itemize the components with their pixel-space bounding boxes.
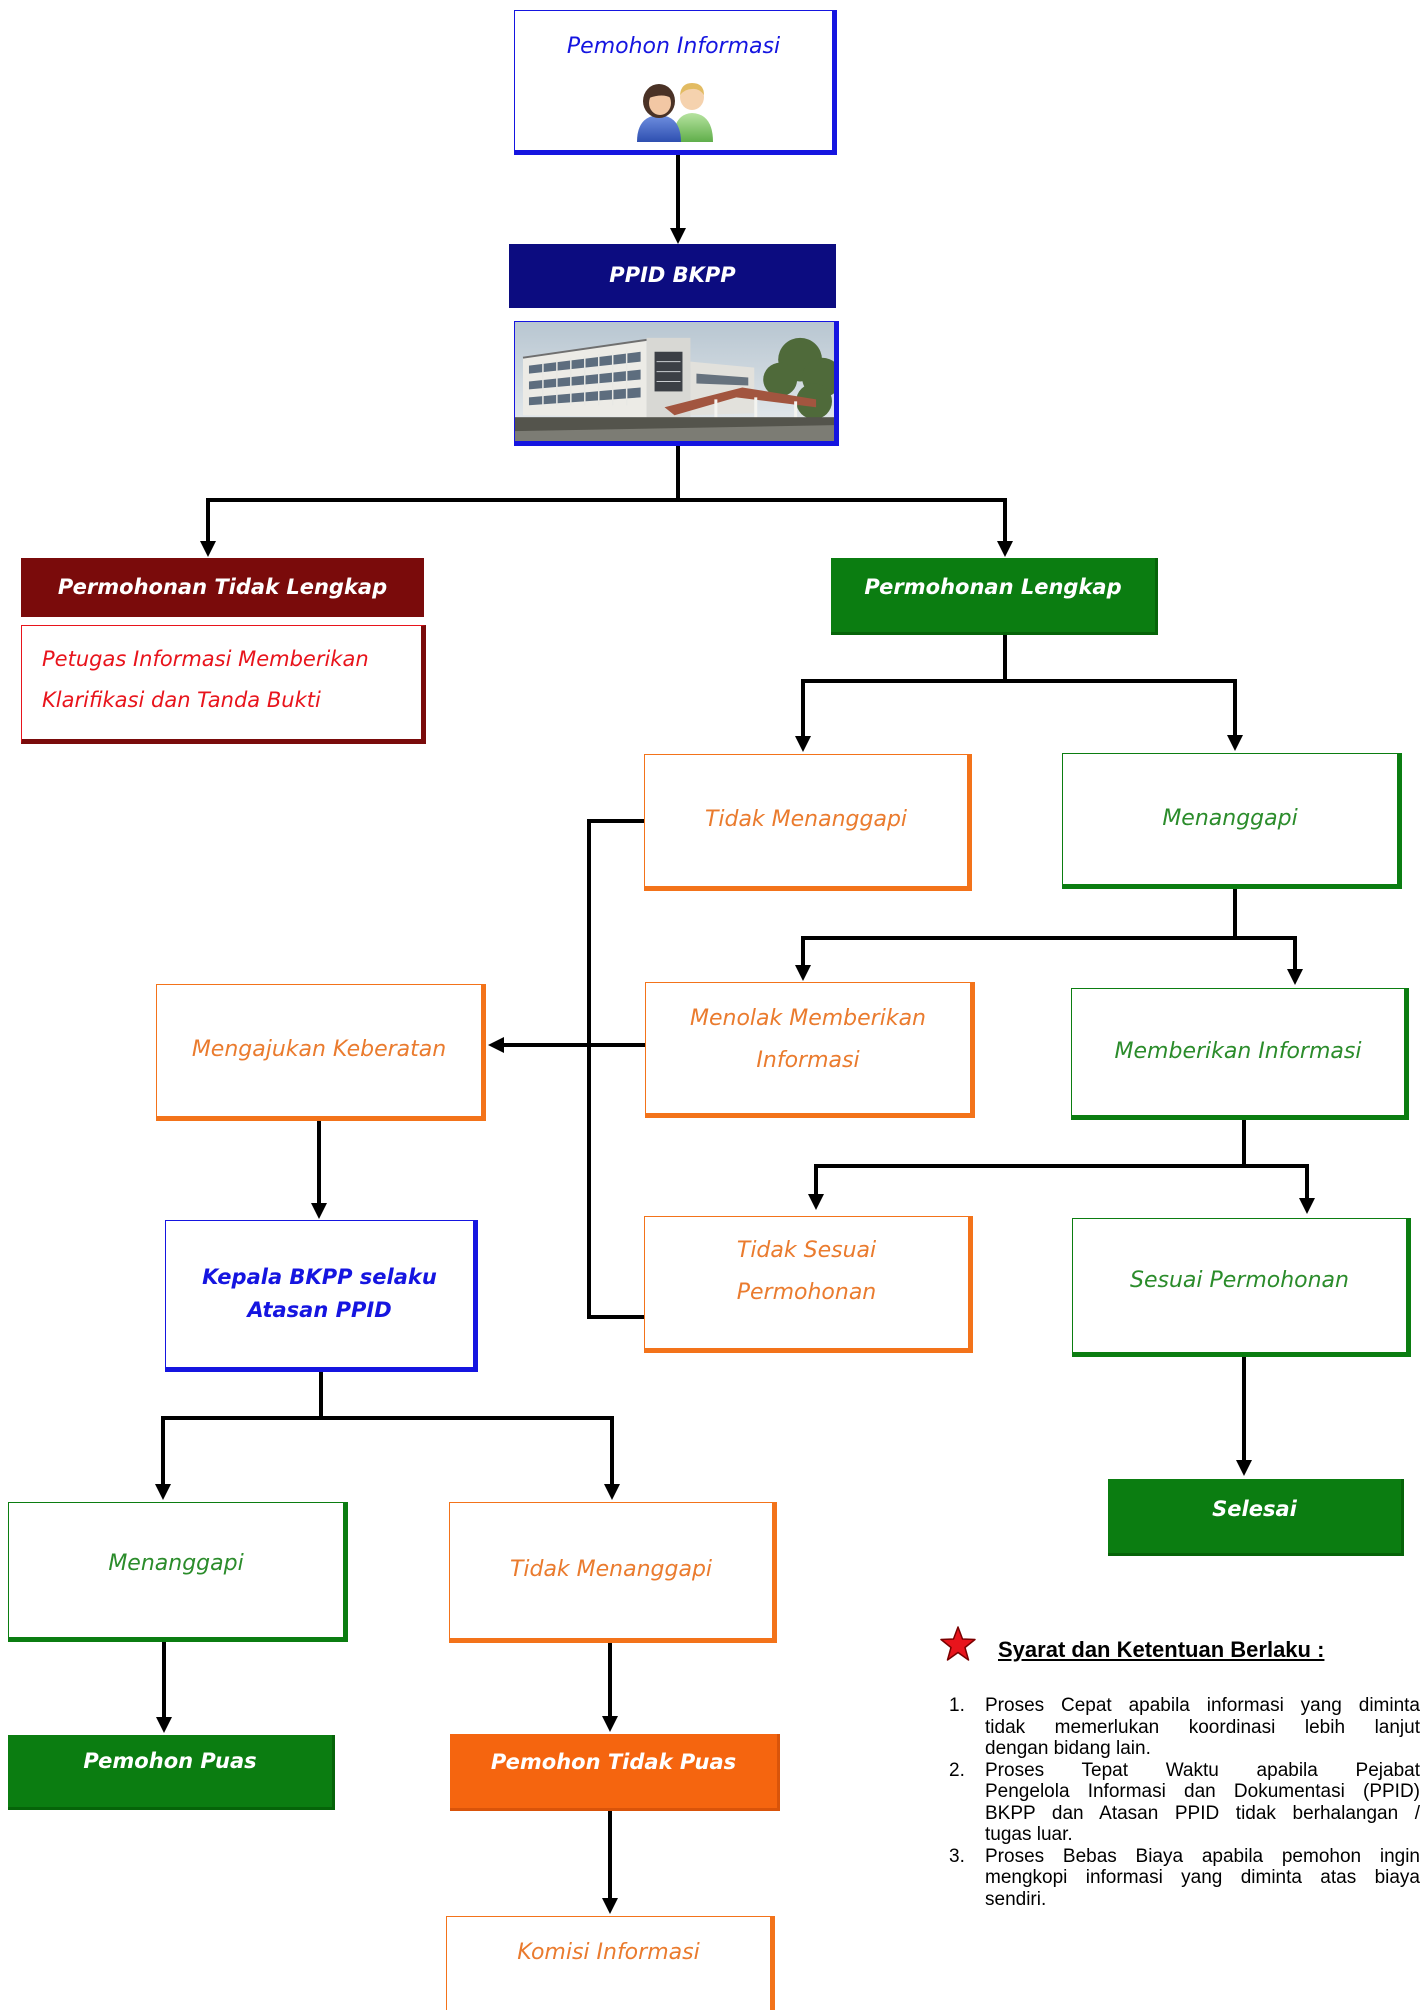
- connector-match-to-done: [1236, 1355, 1252, 1476]
- arrowhead: [311, 1203, 327, 1219]
- arrowhead: [808, 1194, 824, 1210]
- arrowhead: [604, 1484, 620, 1500]
- provide-info-label: Memberikan Informasi: [1114, 1038, 1362, 1064]
- connector-refuse-to-objection: [488, 1037, 647, 1053]
- arrowhead: [997, 541, 1013, 557]
- arrowhead: [795, 736, 811, 752]
- satisfied-box: Pemohon Puas: [8, 1735, 335, 1810]
- incomplete-request-label: Permohonan Tidak Lengkap: [57, 574, 388, 599]
- done-label: Selesai: [1212, 1496, 1297, 1521]
- superior-response-label: Menanggapi: [108, 1550, 244, 1576]
- incomplete-note-line: Petugas Informasi Memberikan: [42, 647, 369, 671]
- refuse-label-line: Menolak Memberikan: [689, 1006, 927, 1031]
- building-photo: [514, 321, 839, 446]
- incomplete-note-box: Petugas Informasi Memberikan Klarifikasi…: [21, 625, 426, 744]
- requester-label: Pemohon Informasi: [566, 34, 781, 59]
- provide-info-box: Memberikan Informasi: [1071, 988, 1409, 1120]
- arrowhead: [1227, 735, 1243, 751]
- connector-complete-split: [795, 633, 1243, 752]
- arrowhead: [1299, 1198, 1315, 1214]
- terms-list: 1. Proses Cepat apabila informasi yang d…: [949, 1695, 1420, 1910]
- superior-no-response-label: Tidak Menanggapi: [509, 1557, 713, 1583]
- superior-box: Kepala BKPP selaku Atasan PPID: [165, 1220, 478, 1372]
- incomplete-note-line: Klarifikasi dan Tanda Bukti: [42, 688, 321, 712]
- commission-box: Komisi Informasi: [446, 1916, 775, 2010]
- requester-box: Pemohon Informasi: [514, 10, 837, 155]
- not-match-box: Tidak Sesuai Permohonan: [644, 1216, 973, 1353]
- not-match-label-line: Tidak Sesuai: [736, 1238, 877, 1263]
- connector-superior-response-to-satisfied: [156, 1640, 172, 1733]
- no-response-label: Tidak Menanggapi: [704, 807, 908, 833]
- terms-item-line: Proses Cepat apabila informasi yang dimi…: [985, 1695, 1420, 1716]
- arrowhead: [200, 541, 216, 557]
- terms-item-line: tugas luar.: [985, 1824, 1073, 1845]
- satisfied-label: Pemohon Puas: [83, 1749, 257, 1774]
- terms-item-number: 3.: [949, 1845, 965, 1867]
- building-illustration: [515, 322, 834, 441]
- complete-request-box: Permohonan Lengkap: [831, 558, 1158, 635]
- complete-request-label: Permohonan Lengkap: [864, 574, 1122, 599]
- objection-box: Mengajukan Keberatan: [156, 984, 486, 1121]
- refuse-box: Menolak Memberikan Informasi: [645, 982, 975, 1118]
- objection-label: Mengajukan Keberatan: [191, 1037, 447, 1063]
- response-label: Menanggapi: [1162, 805, 1298, 831]
- terms-item-line: sendiri.: [985, 1888, 1047, 1910]
- connector-line: [587, 819, 646, 1319]
- superior-label-line: Atasan PPID: [247, 1298, 392, 1322]
- not-match-label-line: Permohonan: [736, 1280, 877, 1305]
- connector-superior-no-response-to-not-satisfied: [602, 1641, 618, 1732]
- terms-item-line: BKPP dan Atasan PPID tidak berhalangan /: [985, 1802, 1420, 1824]
- terms-item-line: Pengelola Informasi dan Dokumentasi (PPI…: [985, 1781, 1420, 1802]
- arrowhead: [1236, 1460, 1252, 1476]
- arrowhead: [602, 1716, 618, 1732]
- terms-item-line: Proses Tepat Waktu apabila Pejabat: [985, 1759, 1420, 1781]
- match-label: Sesuai Permohonan: [1129, 1267, 1349, 1293]
- superior-label-line: Kepala BKPP selaku: [202, 1265, 437, 1289]
- arrowhead: [670, 228, 686, 244]
- response-box: Menanggapi: [1062, 753, 1402, 889]
- arrowhead: [155, 1484, 171, 1500]
- ppid-label: PPID BKPP: [609, 263, 736, 288]
- connector-ppid-split: [200, 444, 1013, 557]
- arrowhead: [156, 1717, 172, 1733]
- not-satisfied-label: Pemohon Tidak Puas: [490, 1749, 737, 1774]
- arrowhead: [795, 965, 811, 981]
- connector-not-satisfied-to-commission: [602, 1809, 618, 1914]
- done-box: Selesai: [1108, 1479, 1404, 1556]
- terms-item: 1. Proses Cepat apabila informasi yang d…: [949, 1695, 1420, 1760]
- connector-response-split: [795, 887, 1303, 985]
- connector-objection-bracket: [587, 819, 646, 1319]
- superior-response-box: Menanggapi: [8, 1502, 348, 1642]
- connector-superior-split: [155, 1370, 620, 1500]
- not-satisfied-box: Pemohon Tidak Puas: [450, 1734, 780, 1811]
- connector-provide-split: [808, 1118, 1315, 1214]
- arrowhead: [488, 1037, 504, 1053]
- commission-label: Komisi Informasi: [517, 1940, 700, 1965]
- star-icon: [940, 1626, 976, 1661]
- terms-item: 3. Proses Bebas Biaya apabila pemohon in…: [949, 1846, 1420, 1911]
- refuse-label-line: Informasi: [756, 1048, 860, 1073]
- terms-item-number: 1.: [949, 1695, 965, 1716]
- terms-item-line: tidak memerlukan koordinasi lebih lanjut: [985, 1716, 1420, 1738]
- people-icon: [637, 83, 713, 142]
- terms-item-line: Proses Bebas Biaya apabila pemohon ingin: [985, 1845, 1420, 1867]
- superior-no-response-box: Tidak Menanggapi: [449, 1502, 777, 1643]
- terms-item-line: mengkopi informasi yang diminta atas bia…: [985, 1867, 1420, 1888]
- terms-item: 2. Proses Tepat Waktu apabila Pejabat Pe…: [949, 1760, 1420, 1846]
- arrowhead: [602, 1898, 618, 1914]
- no-response-box: Tidak Menanggapi: [644, 754, 972, 891]
- incomplete-note-text: Petugas Informasi Memberikan Klarifikasi…: [22, 626, 421, 721]
- incomplete-request-box: Permohonan Tidak Lengkap: [21, 558, 424, 617]
- connector-requester-to-ppid: [670, 153, 686, 244]
- terms-item-line: dengan bidang lain.: [985, 1738, 1151, 1759]
- ppid-box: PPID BKPP: [509, 244, 836, 308]
- arrowhead: [1287, 969, 1303, 985]
- terms-item-number: 2.: [949, 1759, 965, 1781]
- match-box: Sesuai Permohonan: [1072, 1218, 1411, 1357]
- terms-title: Syarat dan Ketentuan Berlaku :: [998, 1637, 1325, 1662]
- connector-objection-to-superior: [311, 1119, 327, 1219]
